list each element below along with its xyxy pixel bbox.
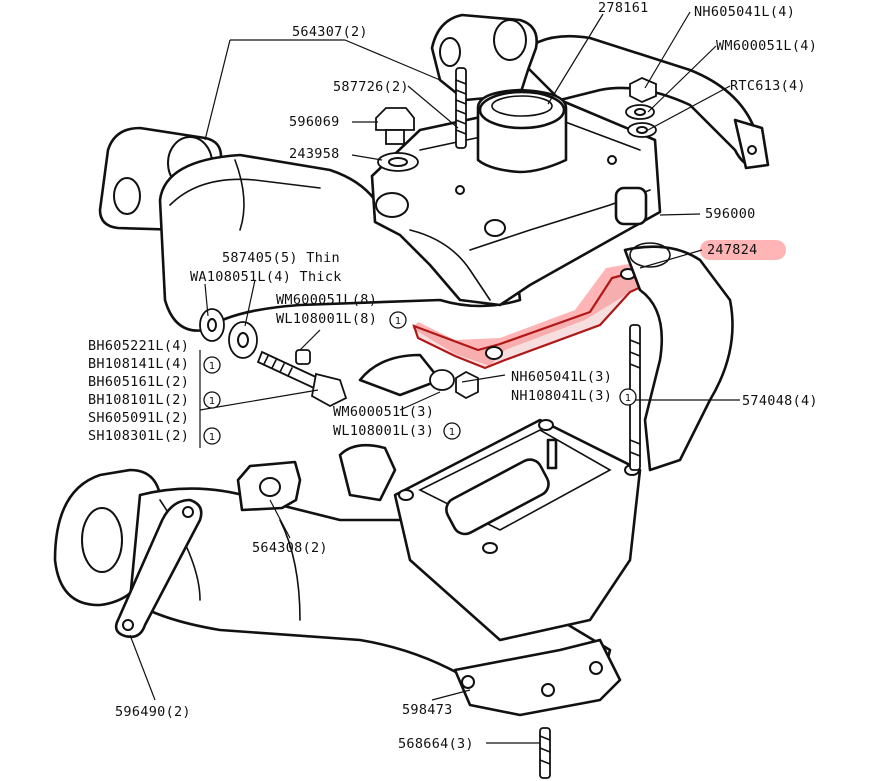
callout-5: 1 xyxy=(625,393,631,404)
label-wm600051l-4: WM600051L(4) xyxy=(716,38,817,54)
label-wl108001l-3: WL108001L(3) xyxy=(333,423,434,439)
callout-6: 1 xyxy=(449,427,455,438)
label-278161: 278161 xyxy=(598,0,649,16)
label-598473: 598473 xyxy=(402,702,453,718)
label-wl108001l-8: WL108001L(8) xyxy=(276,311,377,327)
intake-manifold xyxy=(98,13,770,332)
label-596000: 596000 xyxy=(705,206,756,222)
label-564308: 564308(2) xyxy=(252,540,328,556)
fasteners xyxy=(114,67,657,779)
label-564307: 564307(2) xyxy=(292,24,368,40)
label-rtc613: RTC613(4) xyxy=(730,78,806,94)
label-bh605161l: BH605161L(2) xyxy=(88,374,189,390)
label-247824: 247824 xyxy=(707,242,758,258)
label-bh108101l: BH108101L(2) xyxy=(88,392,189,408)
callout-1: 1 xyxy=(395,316,401,327)
label-sh605091l: SH605091L(2) xyxy=(88,410,189,426)
label-wa108051l: WA108051L(4) Thick xyxy=(190,269,342,285)
label-596069: 596069 xyxy=(289,114,340,130)
label-bh605221l: BH605221L(4) xyxy=(88,338,189,354)
exhaust-manifold xyxy=(53,242,734,717)
label-bh108141l: BH108141L(4) xyxy=(88,356,189,372)
label-nh605041l-3: NH605041L(3) xyxy=(511,369,612,385)
label-nh108041l: NH108041L(3) xyxy=(511,388,612,404)
label-nh605041l-4: NH605041L(4) xyxy=(694,4,795,20)
label-wm600051l-3: WM600051L(3) xyxy=(333,404,434,420)
label-568664: 568664(3) xyxy=(398,736,474,752)
label-wm600051l-8: WM600051L(8) xyxy=(276,292,377,308)
label-243958: 243958 xyxy=(289,146,340,162)
callout-2: 1 xyxy=(209,361,215,372)
part-labels: 564307(2) 278161 NH605041L(4) WM600051L(… xyxy=(88,0,818,752)
callout-circles: 1 1 1 1 1 1 xyxy=(203,311,637,445)
label-596490: 596490(2) xyxy=(115,704,191,720)
callout-3: 1 xyxy=(209,396,215,407)
callout-4: 1 xyxy=(209,432,215,443)
label-587726: 587726(2) xyxy=(333,79,409,95)
highlight-247824 xyxy=(412,240,786,366)
label-sh108301l: SH108301L(2) xyxy=(88,428,189,444)
leader-lines xyxy=(129,11,740,744)
label-587405: 587405(5) Thin xyxy=(222,250,340,266)
label-574048: 574048(4) xyxy=(742,393,818,409)
